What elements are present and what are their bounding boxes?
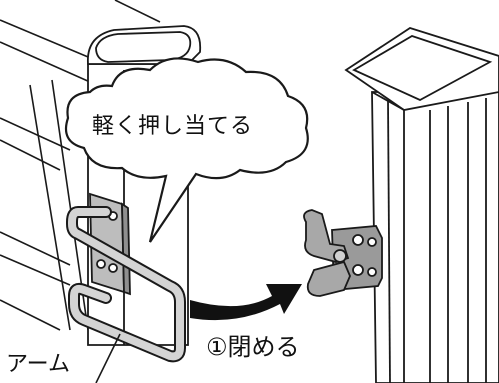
close-arrow [190,284,302,321]
fence-post [344,27,499,383]
arm [66,206,186,363]
arm-leader-line [95,333,121,383]
gate-latch [303,209,383,297]
callout-bubble [64,57,309,243]
callout-text: 軽く押し当てる [92,114,254,139]
arm-label: アーム [6,352,71,377]
step-label: ①閉める [206,333,300,361]
